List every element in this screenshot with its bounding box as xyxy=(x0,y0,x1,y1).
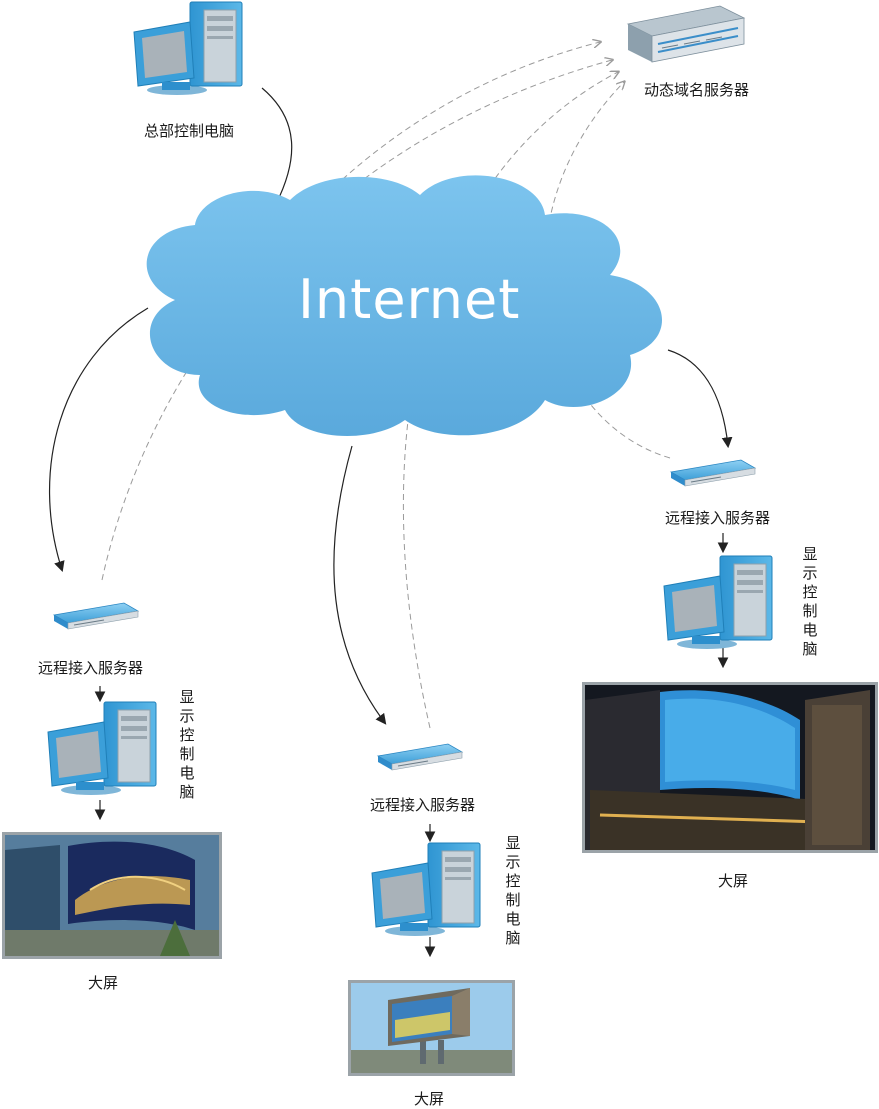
arrow-internet-to-center-server xyxy=(333,445,387,725)
left-big-screen-photo xyxy=(2,832,222,959)
center-big-screen-label: 大屏 xyxy=(414,1090,445,1108)
ddns-server-label: 动态域名服务器 xyxy=(644,81,750,99)
ddns-server-icon xyxy=(626,5,746,63)
center-big-screen-photo xyxy=(348,980,515,1076)
center-access-server-label: 远程接入服务器 xyxy=(370,796,476,814)
center-access-server-icon xyxy=(377,743,463,771)
arrow-internet-to-right-server xyxy=(667,349,733,449)
hq-computer-label: 总部控制电脑 xyxy=(144,122,235,140)
left-access-server-label: 远程接入服务器 xyxy=(38,659,144,677)
center-display-pc-icon xyxy=(371,842,481,937)
right-access-server-label: 远程接入服务器 xyxy=(665,509,771,527)
left-big-screen-label: 大屏 xyxy=(88,974,119,992)
right-big-screen-photo xyxy=(582,682,878,853)
right-access-server-icon xyxy=(670,459,756,487)
internet-cloud xyxy=(146,175,663,437)
arrow-internet-to-left-server xyxy=(48,307,149,573)
hq-computer-icon xyxy=(133,1,243,96)
arrow-hq-to-internet xyxy=(261,87,293,206)
internet-label: Internet xyxy=(298,268,521,331)
right-display-pc-label: 显示控制电脑 xyxy=(802,545,818,658)
right-display-pc-icon xyxy=(663,555,773,650)
left-display-pc-label: 显示控制电脑 xyxy=(179,688,195,801)
left-display-pc-icon xyxy=(47,701,157,796)
dashed-left-server-to-ddns xyxy=(101,60,612,581)
center-display-pc-label: 显示控制电脑 xyxy=(505,834,521,947)
right-big-screen-label: 大屏 xyxy=(718,872,749,890)
left-access-server-icon xyxy=(53,602,139,630)
